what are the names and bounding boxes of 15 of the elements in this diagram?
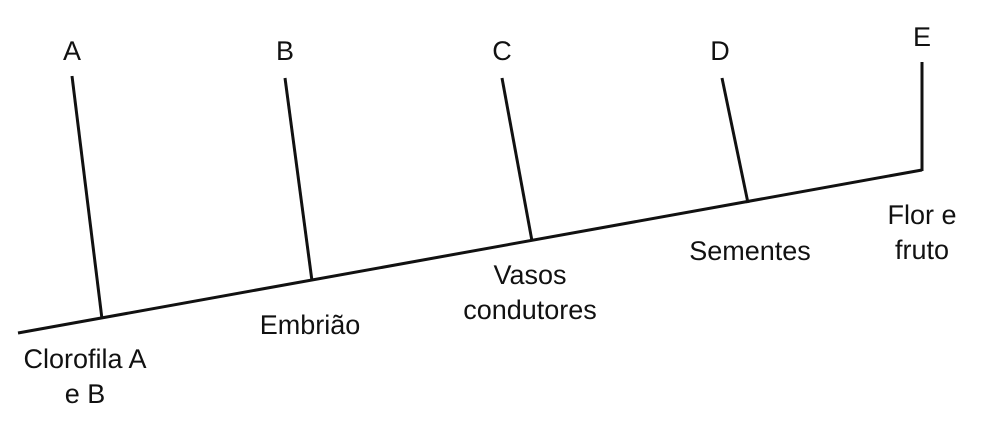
trait-label: Flor e fruto <box>886 199 958 268</box>
taxon-label: A <box>42 38 102 65</box>
branch-line <box>720 78 750 204</box>
branch-line <box>500 78 534 242</box>
branch-line <box>920 62 924 171</box>
taxon-label: B <box>255 38 315 65</box>
branch-line <box>284 78 314 282</box>
trait-label: Vasos condutores <box>462 259 598 328</box>
trait-label: Sementes <box>688 235 812 268</box>
trait-label: Embrião <box>258 309 362 342</box>
trait-label: Clorofila A e B <box>22 343 148 412</box>
taxon-label: E <box>892 24 952 51</box>
taxon-label: D <box>690 38 750 65</box>
branch-line <box>70 76 104 320</box>
taxon-label: C <box>472 38 532 65</box>
